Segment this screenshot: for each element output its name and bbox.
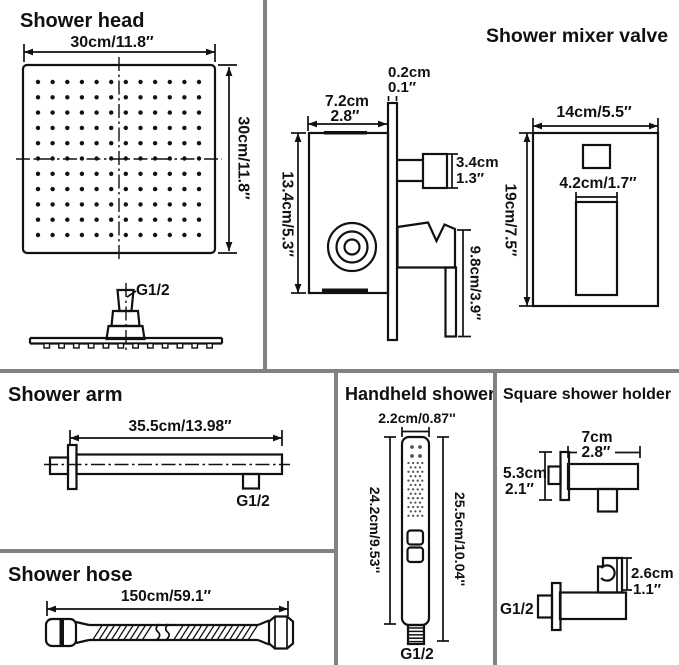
- divider-vertical-holder-left: [493, 373, 497, 665]
- shower-hose-panel: Shower hose 150cm/59.1″: [8, 564, 295, 650]
- shower-arm-length-dim: 35.5cm/13.98″: [128, 418, 232, 435]
- shower-arm-thread-label: G1/2: [236, 493, 270, 510]
- handheld-width-dim: 2.2cm/0.87'': [378, 410, 456, 426]
- shower-hose-length-dim: 150cm/59.1″: [121, 588, 212, 605]
- holder-top-view: 7cm 2.8″ 5.3cm 2.1″: [503, 429, 641, 513]
- square-holder-title: Square shower holder: [503, 386, 671, 403]
- shower-arm-panel: Shower arm 35.5cm/13.98″ G1/2: [8, 384, 290, 510]
- body-width-in: 2.8″: [331, 108, 361, 125]
- mixer-valve-front-view: 14cm/5.5″ 19cm/7.5″ 4.2cm/1.7″: [502, 104, 660, 308]
- handheld-spray-dots: [407, 445, 424, 517]
- shower-head-side-view: G1/2: [28, 282, 224, 352]
- shower-arm-drawing: 35.5cm/13.98″ G1/2: [44, 418, 290, 510]
- holder-width-in: 2.8″: [582, 444, 612, 461]
- shower-hose-title: Shower hose: [8, 564, 132, 586]
- holder-height-in: 2.1″: [505, 481, 535, 498]
- shower-hose-drawing: 150cm/59.1″: [44, 588, 295, 650]
- handheld-shower-title: Handheld shower: [345, 384, 493, 404]
- holder-side-view: 2.6cm 1.1″ G1/2: [500, 556, 674, 632]
- hose-hatch: [92, 625, 258, 640]
- handheld-shower-drawing: 2.2cm/0.87'' G1/2 24.2cm/9.53'' 25.5cm/1…: [366, 410, 467, 663]
- holder-height-cm: 5.3cm: [503, 465, 547, 482]
- slot-width-dim: 4.2cm/1.7″: [559, 175, 637, 192]
- handheld-threads: [408, 627, 424, 643]
- divider-vertical-handheld-left: [334, 373, 338, 665]
- mixer-valve-panel: Shower mixer valve 0.2cm 0.1″ 7.2cm 2.8″…: [279, 25, 668, 342]
- front-width-dim: 14cm/5.5″: [556, 104, 632, 121]
- handle-length-dim: 9.8cm/3.9″: [467, 246, 484, 321]
- mixer-valve-side-view: 0.2cm 0.1″ 7.2cm 2.8″ 13.4cm/5.3″: [279, 64, 499, 342]
- mixer-valve-title: Shower mixer valve: [486, 25, 668, 47]
- body-width-cm: 7.2cm: [325, 93, 369, 110]
- shower-arm-title: Shower arm: [8, 384, 122, 406]
- front-height-dim: 19cm/7.5″: [502, 184, 519, 257]
- holder-clip-height-in: 1.1″: [633, 581, 661, 598]
- square-holder-panel: Square shower holder 7cm 2.8″ 5.3cm 2.1″: [500, 386, 674, 632]
- shower-head-top-view: 30cm/11.8″ 30cm/11.8″: [16, 34, 252, 261]
- shower-head-title: Shower head: [20, 10, 144, 32]
- handheld-thread-label: G1/2: [400, 646, 434, 663]
- handheld-body-length-dim: 24.2cm/9.53'': [366, 487, 382, 573]
- holder-width-cm: 7cm: [581, 429, 612, 446]
- knob-size-cm: 3.4cm: [456, 154, 499, 171]
- holder-clip-height-cm: 2.6cm: [631, 565, 674, 582]
- body-depth-dim: 13.4cm/5.3″: [279, 171, 296, 257]
- divider-vertical-top: [263, 0, 267, 373]
- plate-thickness-in: 0.1″: [388, 79, 416, 96]
- side-nozzle-row: [43, 342, 214, 349]
- shower-head-thread-label: G1/2: [136, 282, 170, 299]
- divider-horizontal-hose: [0, 549, 334, 553]
- shower-head-width-dim: 30cm/11.8″: [70, 34, 154, 51]
- knob-size-in: 1.3″: [456, 170, 484, 187]
- shower-head-panel: Shower head 30cm/11.8″ 30cm/11.8″ G1/2: [16, 10, 252, 352]
- holder-thread-label: G1/2: [500, 601, 534, 618]
- shower-head-height-dim: 30cm/11.8″: [235, 116, 252, 200]
- plate-thickness-cm: 0.2cm: [388, 64, 431, 81]
- handheld-shower-panel: Handheld shower 2.2cm/0.87'' G1/2 24.2cm…: [345, 384, 493, 663]
- handheld-total-length-dim: 25.5cm/10.04'': [451, 492, 467, 586]
- divider-horizontal-main: [0, 369, 679, 373]
